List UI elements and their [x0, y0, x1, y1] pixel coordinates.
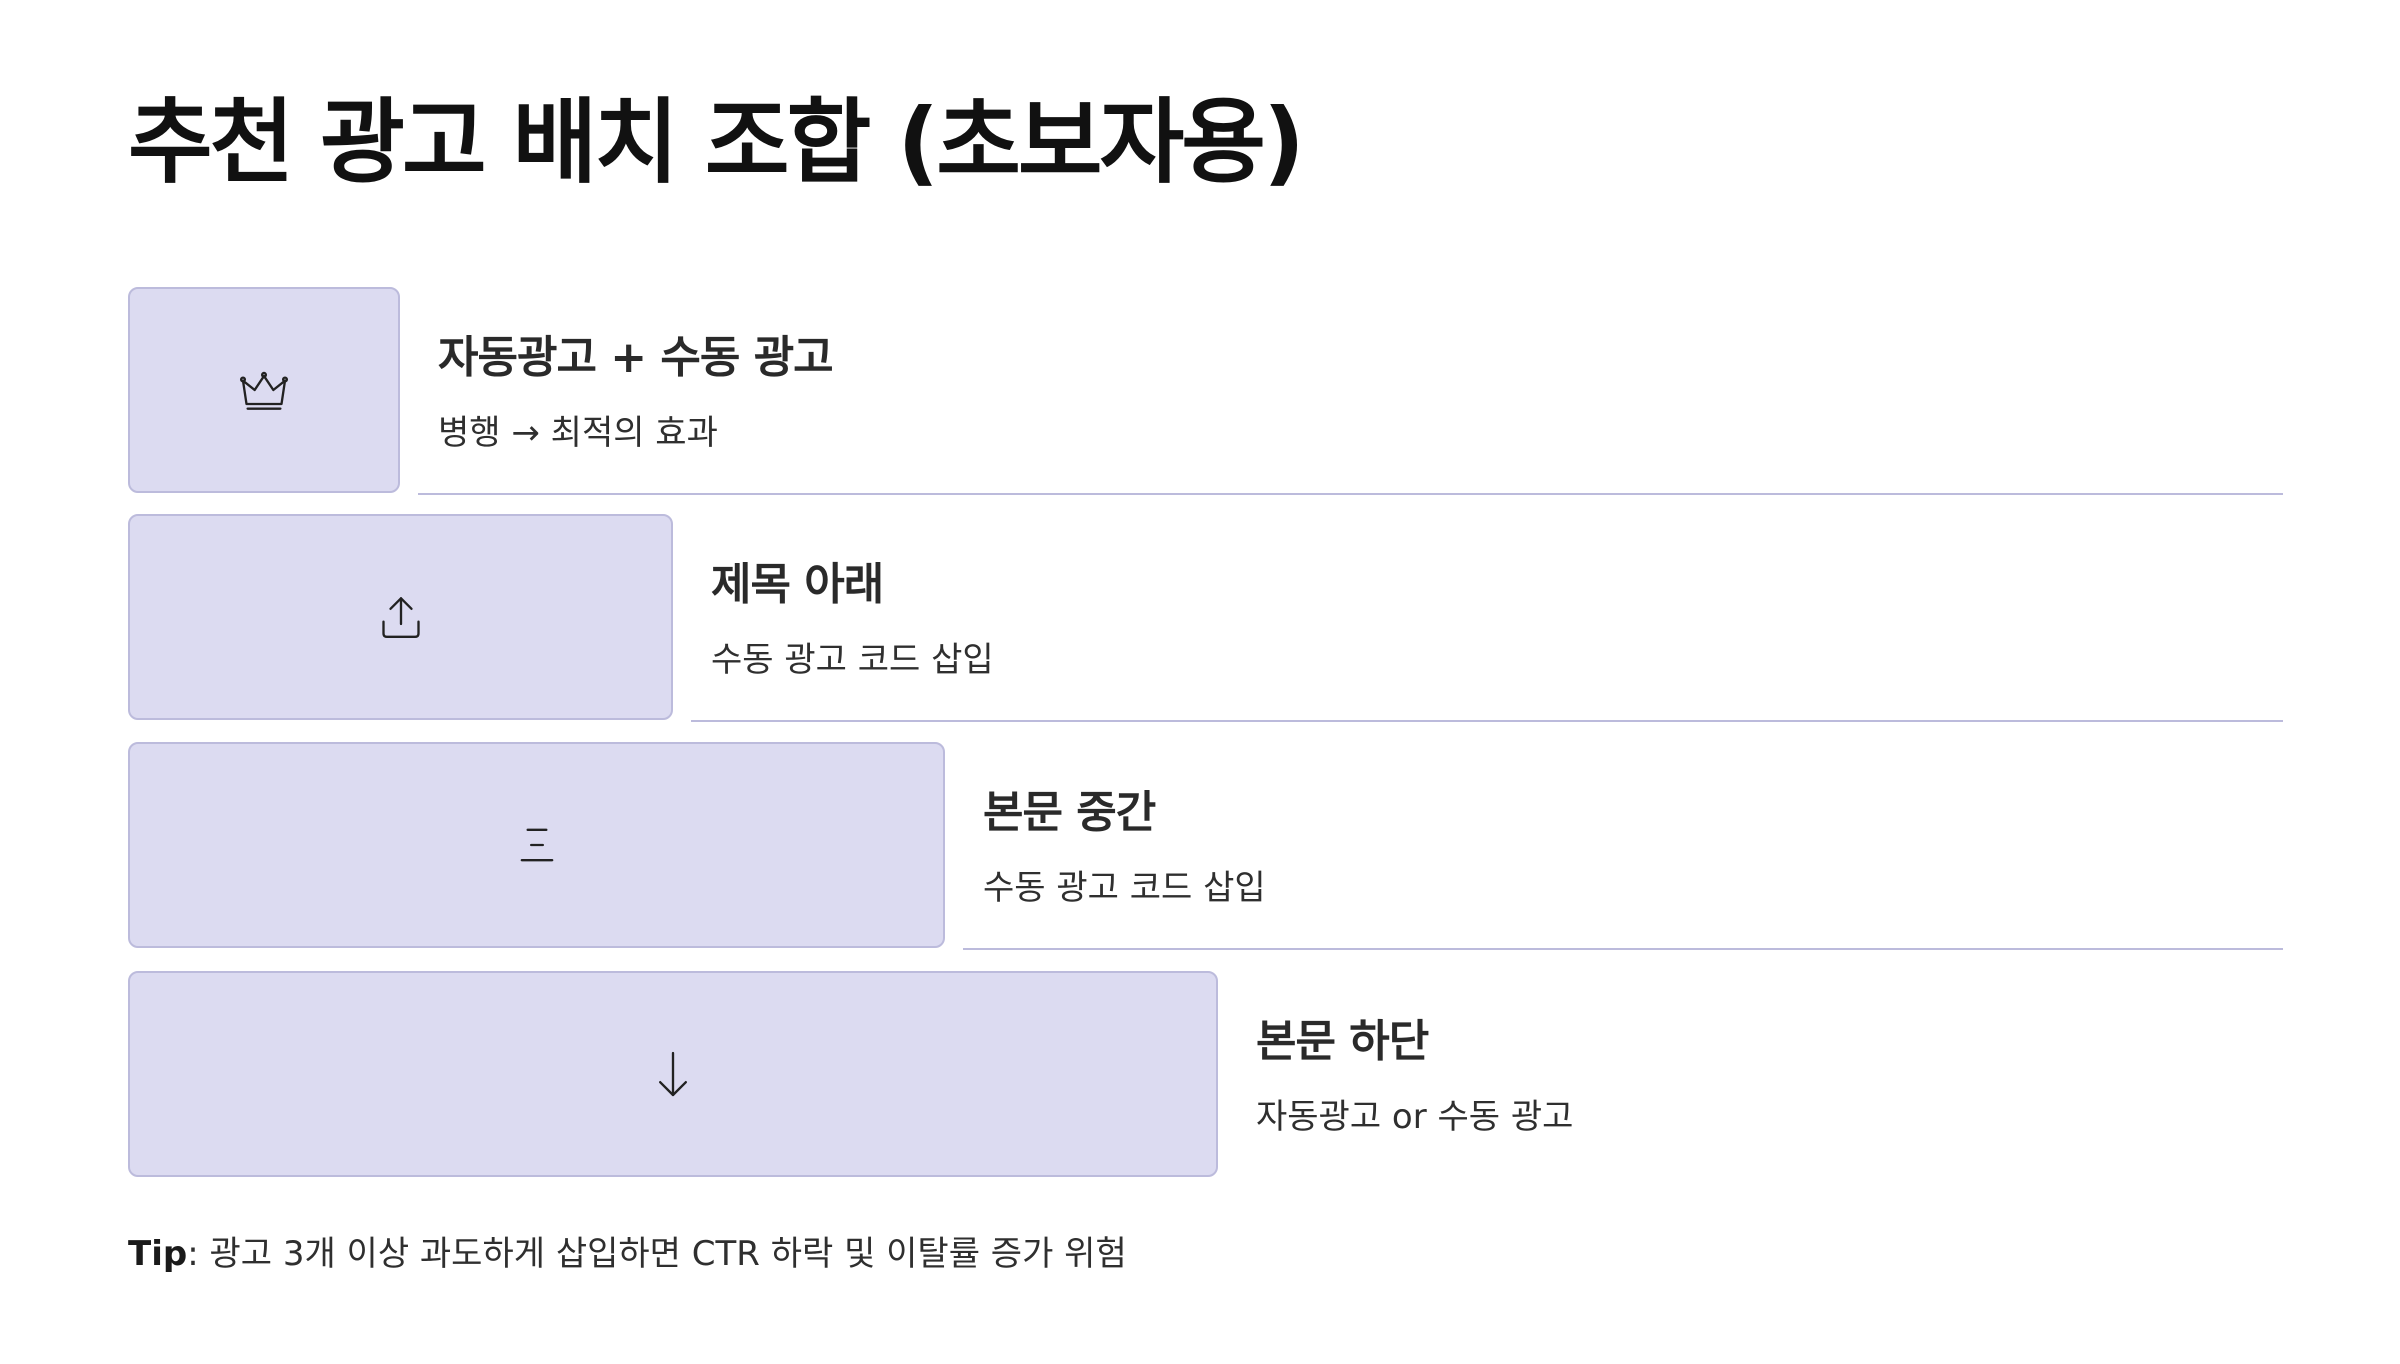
step-divider	[418, 493, 2283, 495]
step-icon-box	[128, 742, 945, 948]
crown-icon	[234, 360, 294, 420]
step-below-title: 제목 아래 수동 광고 코드 삽입	[128, 514, 2283, 724]
step-icon-box	[128, 971, 1218, 1177]
upload-icon	[371, 587, 431, 647]
step-label: 본문 중간	[983, 787, 1156, 838]
step-description: 병행 → 최적의 효과	[438, 413, 718, 453]
step-text: 자동광고 + 수동 광고 병행 → 최적의 효과	[418, 287, 2283, 495]
step-divider	[963, 948, 2283, 950]
step-label: 본문 하단	[1256, 1016, 1429, 1067]
arrow-down-icon	[643, 1044, 703, 1104]
step-label: 제목 아래	[711, 559, 884, 610]
step-description: 자동광고 or 수동 광고	[1256, 1097, 1574, 1137]
step-body-bottom: 본문 하단 자동광고 or 수동 광고	[128, 971, 2283, 1181]
step-text: 제목 아래 수동 광고 코드 삽입	[691, 514, 2283, 722]
step-icon-box	[128, 514, 673, 720]
tip-note: Tip: 광고 3개 이상 과도하게 삽입하면 CTR 하락 및 이탈률 증가 …	[128, 1226, 1127, 1275]
step-text: 본문 하단 자동광고 or 수동 광고	[1236, 971, 2283, 1179]
step-divider	[691, 720, 2283, 722]
step-auto-plus-manual: 자동광고 + 수동 광고 병행 → 최적의 효과	[128, 287, 2283, 497]
tip-text: : 광고 3개 이상 과도하게 삽입하면 CTR 하락 및 이탈률 증가 위험	[187, 1234, 1127, 1274]
step-body-middle: 본문 중간 수동 광고 코드 삽입	[128, 742, 2283, 952]
tip-label: Tip	[128, 1234, 188, 1274]
step-icon-box	[128, 287, 400, 493]
step-description: 수동 광고 코드 삽입	[983, 868, 1266, 908]
page-title: 추천 광고 배치 조합 (초보자용)	[128, 89, 1305, 196]
align-center-lines-icon	[507, 815, 567, 875]
step-label: 자동광고 + 수동 광고	[438, 332, 834, 383]
step-description: 수동 광고 코드 삽입	[711, 640, 994, 680]
step-text: 본문 중간 수동 광고 코드 삽입	[963, 742, 2283, 950]
